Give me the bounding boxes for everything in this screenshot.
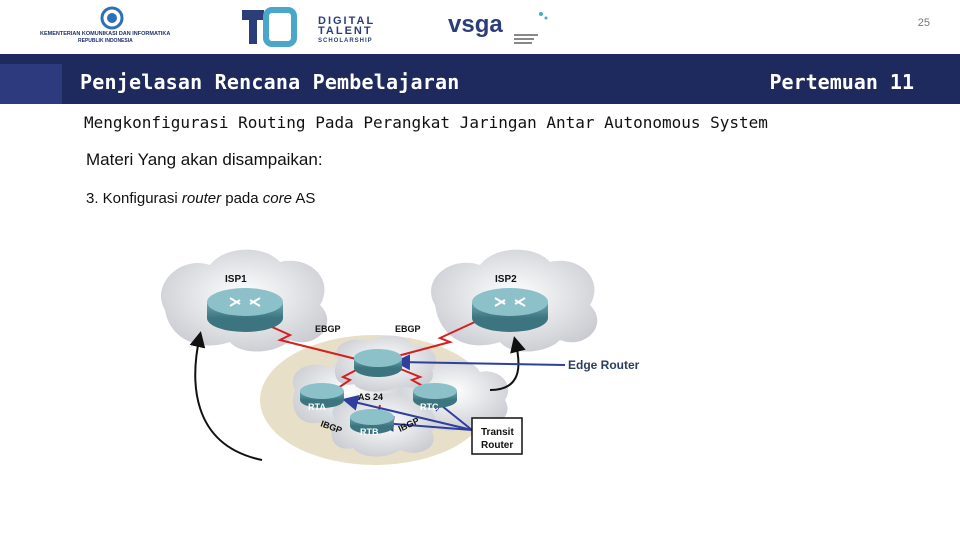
as-label: AS 24 bbox=[358, 392, 383, 402]
point-mid: pada bbox=[221, 190, 263, 207]
point-core: core bbox=[262, 190, 292, 207]
dts-logo: DIGITAL TALENT SCHOLARSHIP bbox=[242, 7, 375, 47]
rtb-label: RTB bbox=[360, 427, 379, 437]
point-prefix: 3. Konfigurasi bbox=[86, 190, 182, 207]
router-rtb bbox=[350, 409, 394, 434]
materi-heading: Materi Yang akan disampaikan: bbox=[86, 150, 323, 169]
partner-logos: KEMENTERIAN KOMUNIKASI DAN INFORMATIKA R… bbox=[40, 6, 548, 47]
bullet-point: 3. Konfigurasi router pada core AS bbox=[86, 190, 315, 207]
ebgp-left-label: EBGP bbox=[315, 324, 341, 334]
right-curve-arrow bbox=[489, 336, 526, 391]
ebgp-right-label: EBGP bbox=[395, 324, 421, 334]
network-diagram-svg: ISP1 ISP2 EBGP EBGP AS 24 RTA RTB RTC IB… bbox=[161, 249, 640, 465]
kominfo-country: REPUBLIK INDONESIA bbox=[78, 38, 133, 44]
title-bar: Penjelasan Rencana Pembelajaran Pertemua… bbox=[0, 54, 960, 104]
router-isp2 bbox=[472, 288, 548, 332]
edge-router-label: Edge Router bbox=[568, 358, 640, 372]
isp2-label: ISP2 bbox=[495, 274, 517, 285]
vsga-wordmark: vsga bbox=[448, 11, 503, 38]
rta-label: RTA bbox=[308, 402, 326, 412]
dts-line2: TALENT bbox=[318, 25, 373, 37]
kominfo-logo: KEMENTERIAN KOMUNIKASI DAN INFORMATIKA R… bbox=[40, 6, 170, 44]
slide-subtitle: Mengkonfigurasi Routing Pada Perangkat J… bbox=[84, 113, 768, 132]
transit-label-line2: Router bbox=[481, 440, 513, 451]
router-edge bbox=[354, 349, 402, 377]
label-arrows bbox=[342, 354, 566, 432]
kominfo-name: KEMENTERIAN KOMUNIKASI DAN INFORMATIKA bbox=[40, 31, 170, 37]
left-curve-arrow bbox=[189, 331, 263, 461]
rtc-label: RTC bbox=[420, 402, 439, 412]
meeting-number: Pertemuan 11 bbox=[769, 70, 915, 94]
slide-title: Penjelasan Rencana Pembelajaran bbox=[80, 70, 460, 94]
router-isp1 bbox=[207, 288, 283, 332]
transit-router-box bbox=[471, 417, 523, 455]
dts-line1: DIGITAL bbox=[318, 15, 375, 27]
network-diagram: ISP1 ISP2 EBGP EBGP AS 24 RTA RTB RTC IB… bbox=[150, 240, 670, 470]
point-suffix: AS bbox=[291, 190, 316, 207]
title-bar-background bbox=[62, 54, 960, 104]
vsga-logo: vsga bbox=[448, 11, 548, 44]
logo-bar: KEMENTERIAN KOMUNIKASI DAN INFORMATIKA R… bbox=[0, 0, 960, 54]
page-number: 25 bbox=[917, 17, 930, 29]
title-bar-accent bbox=[0, 64, 62, 104]
router-rta bbox=[300, 383, 344, 408]
router-rtc bbox=[413, 383, 457, 408]
isp1-label: ISP1 bbox=[225, 274, 247, 285]
point-router: router bbox=[181, 190, 222, 207]
dts-line3: SCHOLARSHIP bbox=[318, 38, 373, 44]
transit-label-line1: Transit bbox=[481, 427, 514, 438]
